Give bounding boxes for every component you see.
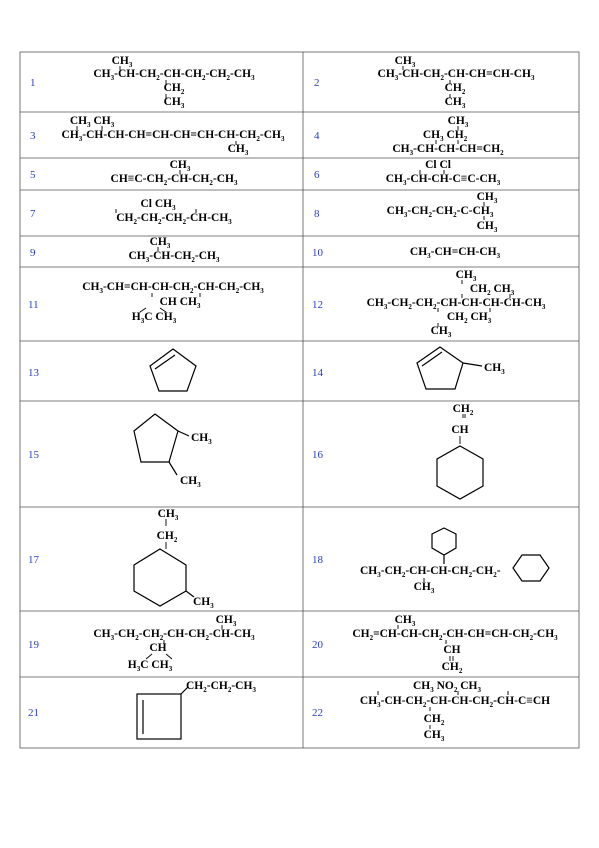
formula-line: CH3-CH2-CH2-CH-CH2-CH-CH3 bbox=[93, 628, 255, 642]
row-number: 1 bbox=[30, 77, 36, 89]
formula-line: CH2=CH-CH-CH2-CH-CH=CH-CH2-CH3 bbox=[352, 628, 558, 642]
formula-line: CH3-CH2-CH2-CH-CH-CH-CH-CH3 bbox=[367, 297, 546, 311]
formula-line: CH bbox=[443, 644, 460, 656]
formula-line: CH2 bbox=[453, 403, 474, 417]
formula-line: CH3 bbox=[180, 475, 201, 489]
formula-line: CH3 bbox=[484, 362, 505, 376]
formula-line: CH3 bbox=[414, 581, 435, 595]
cyclopentene-ring bbox=[149, 348, 197, 392]
formula-line: CH3 bbox=[395, 614, 416, 628]
formula-line: CH2 bbox=[164, 82, 185, 96]
formula-line: CH3-CH-CH-C≡C-CH3 bbox=[386, 173, 501, 187]
formula-line: CH3 bbox=[170, 159, 191, 173]
formula-line: CH3-CH-CH2-CH-CH-CH2-CH-C≡CH bbox=[360, 695, 550, 709]
cyclohexane-ring bbox=[512, 554, 550, 582]
formula-line: CH3-CH2-CH2-C-CH3 bbox=[387, 205, 494, 219]
formula-line: CH bbox=[149, 642, 166, 654]
row-number: 19 bbox=[28, 639, 40, 651]
formula-line: CH2 bbox=[157, 530, 178, 544]
row-number: 15 bbox=[28, 449, 40, 461]
formula-line: CH3 bbox=[228, 143, 249, 157]
formula-line: CH3-CH=CH-CH3 bbox=[410, 246, 501, 260]
formula-line: CH3 bbox=[158, 508, 179, 522]
row-number: 22 bbox=[312, 707, 323, 719]
formula-line: CH3 bbox=[448, 115, 469, 129]
branch-bonds bbox=[76, 66, 511, 729]
row-number: 17 bbox=[28, 554, 40, 566]
formula-lines: CH3 CH3-CH-CH2-CH-CH2-CH2-CH3 CH2 CH3 CH… bbox=[62, 55, 559, 743]
formula-line: H3C CH3 bbox=[128, 659, 173, 673]
formula-line: CH3-CH=CH-CH-CH2-CH-CH2-CH3 bbox=[82, 281, 264, 295]
formula-line: CH3 bbox=[150, 236, 171, 250]
formula-line: H3C CH3 bbox=[132, 311, 177, 325]
row-number: 8 bbox=[314, 208, 320, 220]
row-number: 11 bbox=[28, 299, 39, 311]
formula-line: CH2 CH3 bbox=[447, 311, 492, 325]
formula-line: CH3 CH3 bbox=[70, 115, 115, 129]
row-number: 12 bbox=[312, 299, 323, 311]
row-number: 20 bbox=[312, 639, 324, 651]
row-number: 7 bbox=[30, 208, 36, 220]
formula-line: CH≡C-CH2-CH-CH2-CH3 bbox=[111, 173, 238, 187]
formula-line: CH3-CH2-CH-CH-CH2-CH2- bbox=[360, 565, 501, 579]
row-number: 2 bbox=[314, 77, 320, 89]
formula-line: CH3 bbox=[477, 191, 498, 205]
cyclohexane-ring bbox=[133, 548, 195, 607]
row-number: 9 bbox=[30, 247, 36, 259]
formula-line: CH2 CH3 bbox=[470, 283, 515, 297]
formula-line: Cl CH3 bbox=[140, 198, 176, 212]
cyclohexane-ring bbox=[431, 527, 457, 564]
formula-line: CH CH3 bbox=[160, 296, 201, 310]
table-grid bbox=[19, 51, 580, 749]
formula-line: CH3-CH-CH-CH=CH-CH=CH-CH-CH2-CH3 bbox=[62, 129, 285, 143]
cyclobutene-ring bbox=[136, 686, 189, 740]
formula-line: CH3-CH-CH2-CH3 bbox=[128, 250, 220, 264]
formula-line: CH3 bbox=[445, 96, 466, 110]
formula-line: CH3 bbox=[193, 596, 214, 610]
row-number: 18 bbox=[312, 554, 324, 566]
formula-line: CH3-CH-CH2-CH-CH=CH-CH3 bbox=[378, 68, 535, 82]
formula-line: CH3-CH-CH-CH=CH2 bbox=[392, 143, 504, 157]
row-number: 6 bbox=[314, 169, 320, 181]
methylcyclopentene-ring bbox=[416, 346, 483, 390]
formula-line: CH3 bbox=[216, 614, 237, 628]
formula-line: CH2 bbox=[445, 82, 466, 96]
formula-line: CH3 bbox=[164, 96, 185, 110]
formula-line: CH3 bbox=[431, 325, 452, 339]
formula-line: CH3-CH-CH2-CH-CH2-CH2-CH3 bbox=[93, 68, 255, 82]
formula-line: CH3 bbox=[456, 269, 477, 283]
formula-line: Cl Cl bbox=[425, 159, 451, 171]
row-number: 16 bbox=[312, 449, 324, 461]
formula-line: CH2 bbox=[424, 713, 445, 727]
row-numbers: 1 2 3 4 5 6 7 8 9 10 11 12 13 14 15 16 1… bbox=[28, 77, 324, 719]
formula-line: CH3 NO2 CH3 bbox=[413, 680, 482, 694]
cyclopentane-ring bbox=[133, 413, 190, 476]
formula-line: CH3 bbox=[112, 55, 133, 69]
formula-line: CH3 bbox=[477, 220, 498, 234]
ring-structures bbox=[133, 346, 550, 740]
row-number: 13 bbox=[28, 367, 40, 379]
row-number: 3 bbox=[30, 130, 36, 142]
row-number: 4 bbox=[314, 130, 320, 142]
formula-line: CH3 bbox=[424, 729, 445, 743]
cyclohexane-ring bbox=[436, 445, 484, 500]
row-number: 5 bbox=[30, 169, 36, 181]
formula-line: CH bbox=[451, 424, 468, 436]
row-number: 21 bbox=[28, 707, 39, 719]
formula-line: CH2 bbox=[442, 661, 463, 675]
formula-line: CH2-CH2-CH3 bbox=[186, 680, 256, 694]
formula-line: CH3 bbox=[191, 432, 212, 446]
row-number: 10 bbox=[312, 247, 324, 259]
row-number: 14 bbox=[312, 367, 324, 379]
formula-line: CH3 bbox=[395, 55, 416, 69]
formula-line: CH2-CH2-CH2-CH-CH3 bbox=[116, 212, 232, 226]
formula-line: CH3 CH2 bbox=[423, 129, 468, 143]
